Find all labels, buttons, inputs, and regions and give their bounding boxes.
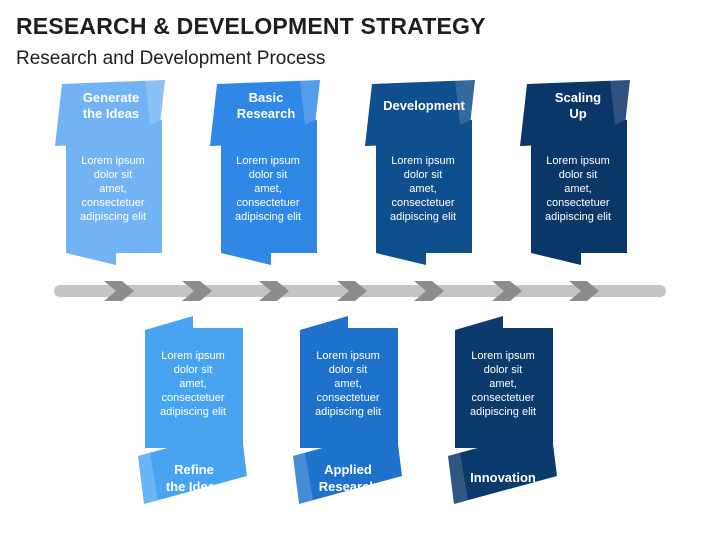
step-body-line: Lorem ipsum (236, 155, 300, 167)
step-body-line: amet, (489, 378, 517, 390)
step-body-line: adipiscing elit (545, 211, 611, 223)
timeline-arrow (104, 281, 134, 301)
step-body-line: dolor sit (174, 364, 213, 376)
step-title-line1: Development (383, 98, 465, 113)
step-body-line: Lorem ipsum (471, 350, 535, 362)
step-development: Development Lorem ipsum dolor sit amet, … (365, 80, 475, 265)
step-body-line: amet, (409, 183, 437, 195)
timeline-arrow (182, 281, 212, 301)
step-body-line: Lorem ipsum (316, 350, 380, 362)
step-card (66, 120, 162, 265)
timeline-arrow (492, 281, 522, 301)
step-scaling-up: Scaling Up Lorem ipsum dolor sit amet, c… (520, 80, 630, 265)
step-applied-research: Lorem ipsum dolor sit amet, consectetuer… (293, 316, 402, 504)
step-body-line: adipiscing elit (470, 406, 536, 418)
step-body-line: consectetuer (82, 197, 145, 209)
step-refine-the-ideas: Lorem ipsum dolor sit amet, consectetuer… (138, 316, 247, 504)
step-innovation: Lorem ipsum dolor sit amet, consectetuer… (448, 316, 557, 504)
step-body-line: adipiscing elit (315, 406, 381, 418)
step-body-line: amet, (99, 183, 127, 195)
step-body-line: consectetuer (162, 392, 225, 404)
step-body-line: consectetuer (237, 197, 300, 209)
timeline-arrow (569, 281, 599, 301)
step-body-line: consectetuer (472, 392, 535, 404)
step-card (145, 316, 243, 448)
slide-title: RESEARCH & DEVELOPMENT STRATEGY (16, 13, 486, 39)
step-title-line2: Research (237, 106, 296, 121)
step-banner (293, 428, 402, 504)
step-banner (138, 428, 247, 504)
step-body-line: amet, (564, 183, 592, 195)
step-body-line: adipiscing elit (80, 211, 146, 223)
step-basic-research: Basic Research Lorem ipsum dolor sit ame… (210, 80, 320, 265)
step-body-line: consectetuer (392, 197, 455, 209)
step-title-line1: Scaling (555, 90, 601, 105)
step-body-line: adipiscing elit (235, 211, 301, 223)
step-title-line2: Up (569, 106, 586, 121)
step-title-line1: Basic (249, 90, 284, 105)
step-title-line2: the Ideas (83, 106, 139, 121)
step-body-line: dolor sit (559, 169, 598, 181)
step-generate-the-ideas: Generate the Ideas Lorem ipsum dolor sit… (55, 80, 165, 265)
step-body-line: Lorem ipsum (391, 155, 455, 167)
step-body-line: dolor sit (484, 364, 523, 376)
step-body-line: dolor sit (404, 169, 443, 181)
step-title-line1: Applied (324, 462, 372, 477)
step-body-line: adipiscing elit (390, 211, 456, 223)
step-body-line: amet, (334, 378, 362, 390)
step-banner (448, 428, 557, 504)
step-body-line: dolor sit (249, 169, 288, 181)
step-body-line: consectetuer (547, 197, 610, 209)
step-banner (55, 80, 165, 146)
timeline-arrow (337, 281, 367, 301)
step-body-line: amet, (179, 378, 207, 390)
step-card (221, 120, 317, 265)
slide-subtitle: Research and Development Process (16, 48, 326, 69)
step-title-line2: the Ideas (166, 479, 222, 494)
step-card (300, 316, 398, 448)
step-card (376, 120, 472, 265)
step-banner (365, 80, 475, 146)
step-body-line: dolor sit (329, 364, 368, 376)
step-body-line: Lorem ipsum (546, 155, 610, 167)
step-title-line1: Innovation (470, 470, 536, 485)
step-banner (520, 80, 630, 146)
timeline-arrow (259, 281, 289, 301)
step-body-line: dolor sit (94, 169, 133, 181)
step-body-line: Lorem ipsum (161, 350, 225, 362)
step-body-line: adipiscing elit (160, 406, 226, 418)
step-body-line: Lorem ipsum (81, 155, 145, 167)
timeline-arrows (104, 281, 599, 301)
step-card (531, 120, 627, 265)
step-title-line1: Refine (174, 462, 214, 477)
timeline-arrow (414, 281, 444, 301)
step-title-line2: Research (319, 479, 378, 494)
step-card (455, 316, 553, 448)
step-body-line: amet, (254, 183, 282, 195)
step-banner (210, 80, 320, 146)
step-body-line: consectetuer (317, 392, 380, 404)
step-title-line1: Generate (83, 90, 139, 105)
